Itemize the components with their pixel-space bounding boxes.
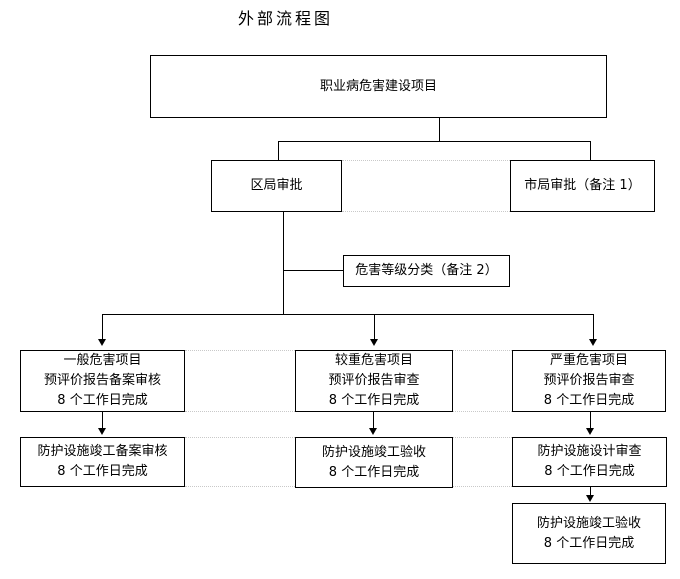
connector-district-down [283,212,284,315]
node-hazard-classification-label: 危害等级分类（备注 2） [355,263,498,278]
faint-grid-line [342,160,510,161]
node-general-project: 一般危害项目 预评价报告备案审核 8 个工作日完成 [20,350,185,412]
node-line: 8 个工作日完成 [57,393,148,408]
node-district-approval-label: 区局审批 [250,178,303,193]
arrow-down-icon [586,495,594,502]
node-line: 预评价报告审查 [328,373,420,388]
node-line: 8 个工作日完成 [328,393,420,408]
node-line: 预评价报告审查 [543,373,635,388]
node-line: 防护设施竣工备案审核 [37,444,168,459]
node-city-approval-label: 市局审批（备注 1） [524,178,641,193]
connector-to-moderate [374,314,375,340]
connector-level2-horizontal [278,141,591,142]
node-line: 8 个工作日完成 [543,393,635,408]
faint-grid-line [185,486,295,487]
faint-grid-line [453,350,512,351]
node-line: 8 个工作日完成 [328,464,420,480]
connector-to-general [102,314,103,340]
node-district-approval: 区局审批 [211,160,342,212]
faint-grid-line [185,437,295,438]
faint-grid-line [342,211,510,212]
node-project: 职业病危害建设项目 [150,55,607,118]
node-line: 防护设施设计审查 [537,444,642,459]
faint-grid-line [453,486,512,487]
connector-to-severe [593,314,594,340]
faint-grid-line [185,350,295,351]
node-line: 预评价报告备案审核 [43,373,161,388]
node-project-label: 职业病危害建设项目 [319,78,437,94]
connector-severe-down [590,412,591,429]
faint-grid-line [453,411,512,412]
connector-to-classification [283,270,343,271]
arrow-down-icon [589,339,597,346]
connector-project-down [439,118,440,141]
page-title: 外部流程图 [238,9,334,28]
node-line: 一般危害项目 [63,353,142,368]
node-line: 8 个工作日完成 [544,464,635,479]
node-line: 严重危害项目 [549,353,628,368]
arrow-down-icon [98,428,106,435]
connector-design-review-down [590,487,591,496]
arrow-down-icon [98,339,106,346]
arrow-down-icon [369,428,377,435]
node-line: 防护设施竣工验收 [536,515,641,531]
node-city-approval: 市局审批（备注 1） [510,160,655,212]
connector-to-city [590,141,591,160]
node-severe-completion-acceptance: 防护设施竣工验收 8 个工作日完成 [512,503,666,564]
faint-grid-line [185,411,295,412]
node-line: 防护设施竣工验收 [321,444,426,460]
node-line: 8 个工作日完成 [57,464,148,479]
arrow-down-icon [586,428,594,435]
node-severe-project: 严重危害项目 预评价报告审查 8 个工作日完成 [512,350,666,412]
connector-level3-horizontal [102,314,594,315]
arrow-down-icon [370,339,378,346]
faint-grid-line [453,437,512,438]
node-severe-design-review: 防护设施设计审查 8 个工作日完成 [512,437,667,487]
connector-moderate-down [373,412,374,429]
node-moderate-project: 较重危害项目 预评价报告审查 8 个工作日完成 [295,350,453,412]
node-hazard-classification: 危害等级分类（备注 2） [343,255,510,287]
connector-general-down [102,412,103,429]
node-moderate-completion-acceptance: 防护设施竣工验收 8 个工作日完成 [295,437,453,488]
connector-to-district [278,141,279,160]
node-line: 较重危害项目 [334,353,413,368]
node-line: 8 个工作日完成 [543,535,635,551]
node-general-completion-filing: 防护设施竣工备案审核 8 个工作日完成 [20,437,185,487]
